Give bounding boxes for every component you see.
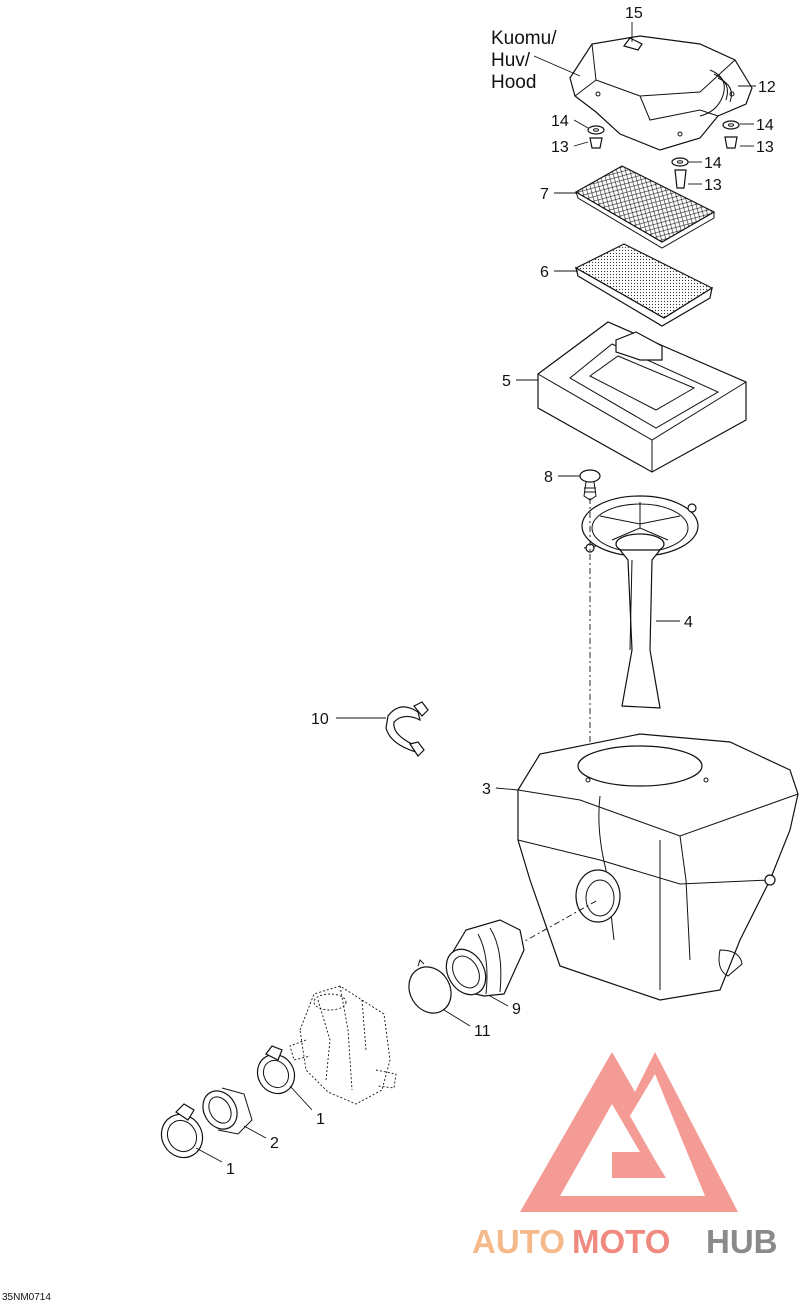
part-8-push-pin xyxy=(579,469,601,501)
brand-moto: MOTO xyxy=(572,1223,670,1260)
callout-12: 12 xyxy=(758,79,776,96)
callout-15: 15 xyxy=(625,5,643,22)
hood-label-line3: Hood xyxy=(491,72,536,93)
callout-14-right: 14 xyxy=(756,117,774,134)
drawing-code: 35NM0714 xyxy=(2,1292,51,1303)
part-5-frame xyxy=(537,321,747,473)
callout-9: 9 xyxy=(512,1001,521,1018)
callout-14-center: 14 xyxy=(704,155,722,172)
part-2-adapter xyxy=(202,1087,253,1135)
callout-8: 8 xyxy=(544,469,553,486)
callout-1-lower: 1 xyxy=(226,1161,235,1178)
hood-label-line1: Kuomu/ xyxy=(491,28,557,49)
callout-14-left: 14 xyxy=(551,113,569,130)
washer-screw-center xyxy=(671,157,689,189)
hood-label-line2: Huv/ xyxy=(491,50,531,71)
callout-5: 5 xyxy=(502,373,511,390)
triangle-mark xyxy=(520,1052,738,1212)
part-1-clamp-upper xyxy=(256,1045,296,1095)
part-15-badge xyxy=(622,37,643,51)
callout-11: 11 xyxy=(474,1023,491,1040)
part-10-clip xyxy=(385,701,429,757)
callout-10: 10 xyxy=(311,711,329,728)
leader-lines xyxy=(195,22,756,1163)
callout-4: 4 xyxy=(684,614,693,631)
carburetor-reference xyxy=(289,985,397,1105)
part-7-screen xyxy=(574,165,716,249)
brand-hub: HUB xyxy=(706,1223,778,1260)
callout-3: 3 xyxy=(482,781,491,798)
watermark-logo xyxy=(520,1052,738,1212)
part-3-airbox xyxy=(517,733,799,1001)
callout-13-left: 13 xyxy=(551,139,569,156)
part-4-funnel xyxy=(581,495,699,709)
callout-13-center: 13 xyxy=(704,177,722,194)
part-9-boot xyxy=(445,919,525,997)
part-11-gasket xyxy=(408,959,452,1014)
part-6-foam-filter xyxy=(574,243,714,327)
callout-7: 7 xyxy=(540,186,549,203)
callout-2: 2 xyxy=(270,1135,279,1152)
callout-13-right: 13 xyxy=(756,139,774,156)
brand-auto: AUTO xyxy=(472,1223,565,1260)
callout-6: 6 xyxy=(540,264,549,281)
washer-screw-right xyxy=(722,120,740,149)
part-hood xyxy=(569,35,753,151)
part-1-clamp-lower xyxy=(160,1103,204,1159)
callout-1-upper: 1 xyxy=(316,1111,325,1128)
washer-screw-left xyxy=(587,125,605,149)
